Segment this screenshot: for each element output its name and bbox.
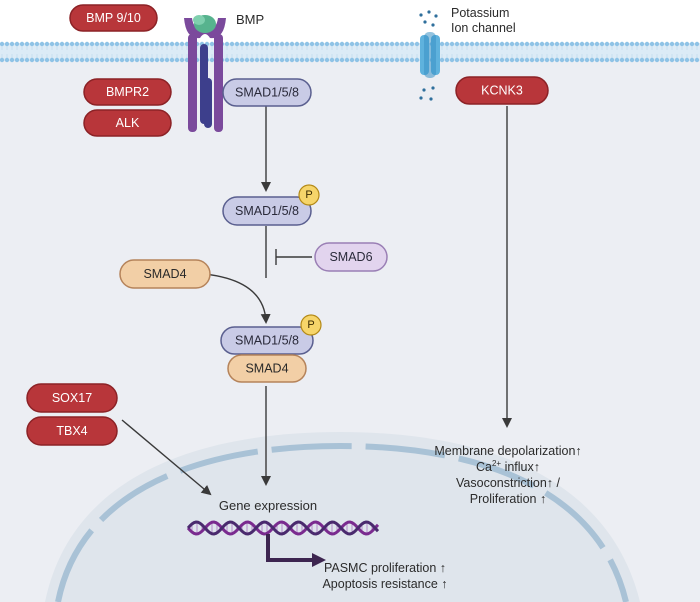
output-arrow-icon xyxy=(266,534,326,567)
complex-smad158-pill: SMAD1/5/8 xyxy=(220,326,314,355)
svg-text:SMAD6: SMAD6 xyxy=(329,250,372,264)
phospho-badge-icon: P xyxy=(298,184,320,206)
smad6-pill: SMAD6 xyxy=(314,242,388,272)
smad158-pill: SMAD1/5/8 xyxy=(222,78,312,107)
signaling-arrows xyxy=(121,106,512,496)
alk-pill: ALK xyxy=(83,109,172,137)
gene-expression-label: Gene expression xyxy=(219,498,317,513)
svg-text:SMAD4: SMAD4 xyxy=(245,362,288,376)
complex-phospho-badge-icon: P xyxy=(300,314,322,336)
effect-line4: Proliferation ↑ xyxy=(470,492,546,506)
svg-text:BMPR2: BMPR2 xyxy=(106,85,149,99)
cell-membrane xyxy=(0,41,700,63)
svg-text:SOX17: SOX17 xyxy=(52,391,92,405)
svg-text:SMAD1/5/8: SMAD1/5/8 xyxy=(235,334,299,348)
svg-text:SMAD1/5/8: SMAD1/5/8 xyxy=(235,204,299,218)
channel-label-line1: Potassium xyxy=(451,6,509,20)
svg-text:P: P xyxy=(305,189,312,201)
svg-text:KCNK3: KCNK3 xyxy=(481,84,523,98)
smad158-phospho-pill: SMAD1/5/8 xyxy=(222,196,312,226)
svg-text:SMAD1/5/8: SMAD1/5/8 xyxy=(235,86,299,100)
bmpr2-pill: BMPR2 xyxy=(83,78,172,106)
potassium-channel-icon xyxy=(419,10,440,101)
effect-line1: Membrane depolarization↑ xyxy=(434,444,581,458)
arrow-tf-to-gene xyxy=(121,419,212,496)
dna-icon xyxy=(186,520,380,536)
bmp-receptor-icon xyxy=(184,15,226,132)
svg-text:P: P xyxy=(307,319,314,331)
sox17-pill: SOX17 xyxy=(26,383,118,413)
effect-line3: Vasoconstriction↑ / xyxy=(456,476,561,490)
kcnk3-pill: KCNK3 xyxy=(455,76,549,105)
outcome-line1: PASMC proliferation ↑ xyxy=(324,561,446,575)
bmp910-pill: BMP 9/10 xyxy=(69,4,158,32)
bmp-label: BMP xyxy=(236,12,264,27)
nucleus xyxy=(45,432,640,602)
svg-text:SMAD4: SMAD4 xyxy=(143,267,186,281)
effect-line2: Ca2+ influx↑ xyxy=(476,459,540,474)
smad4-pill: SMAD4 xyxy=(119,259,211,289)
outcome-line2: Apoptosis resistance ↑ xyxy=(322,577,447,591)
svg-text:BMP 9/10: BMP 9/10 xyxy=(86,11,141,25)
complex-smad4-pill: SMAD4 xyxy=(227,354,307,383)
svg-text:TBX4: TBX4 xyxy=(56,424,87,438)
svg-text:ALK: ALK xyxy=(116,116,140,130)
channel-label-line2: Ion channel xyxy=(451,21,516,35)
tbx4-pill: TBX4 xyxy=(26,416,118,446)
